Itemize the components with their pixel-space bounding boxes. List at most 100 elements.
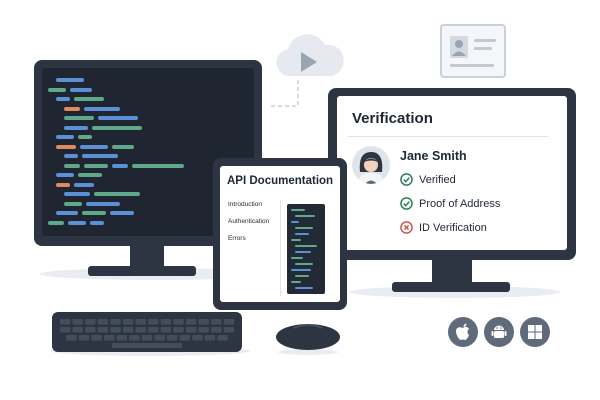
code-line [56, 97, 70, 101]
api-nav-item-errors[interactable]: Errors [228, 235, 246, 242]
api-nav-item-introduction[interactable]: Introduction [228, 201, 262, 208]
code-line [112, 163, 128, 168]
code-line [64, 116, 94, 120]
check-item-proof-of-address: Proof of Address [400, 197, 500, 210]
android-icon [491, 325, 507, 338]
code-line [110, 211, 134, 215]
code-line [64, 192, 90, 196]
api-code-sample [287, 204, 325, 294]
keyboard-key [66, 335, 77, 341]
keyboard-key [72, 327, 83, 333]
keyboard-key [148, 327, 159, 333]
keyboard-key [141, 335, 153, 341]
code-line [295, 227, 313, 229]
code-line [48, 87, 66, 92]
code-line [56, 144, 76, 149]
keyboard-key [97, 327, 109, 333]
keyboard-key [135, 327, 146, 333]
code-line [295, 233, 309, 235]
keyboard-key [173, 319, 184, 325]
code-line [80, 144, 108, 149]
code-line [291, 239, 301, 241]
verification-title: Verification [352, 110, 433, 127]
code-editor-screen [42, 68, 254, 236]
code-line [78, 173, 102, 177]
keyboard-key [122, 319, 134, 325]
x-circle-icon [400, 221, 413, 234]
code-line [70, 87, 92, 92]
divider [348, 136, 548, 137]
keyboard-key [135, 319, 146, 325]
cloud-video-icon [270, 34, 344, 107]
keyboard-key [116, 335, 127, 341]
keyboard-key [59, 319, 71, 325]
monitor-base [88, 266, 196, 276]
code-line [98, 116, 138, 120]
keyboard-key [85, 327, 96, 333]
keyboard-key [217, 335, 228, 341]
code-line [295, 287, 313, 289]
keyboard-spacebar [112, 343, 182, 348]
keyboard-key [198, 319, 209, 325]
platform-android [484, 317, 514, 347]
keyboard-key [185, 319, 197, 325]
code-line [295, 275, 309, 277]
code-line [82, 211, 106, 215]
keyboard-key [104, 335, 115, 341]
keyboard-key [198, 327, 209, 333]
keyboard-key [91, 335, 102, 341]
code-line [112, 144, 134, 149]
keyboard-key [179, 335, 190, 341]
user-name: Jane Smith [400, 149, 467, 163]
check-item-verified: Verified [400, 173, 456, 186]
code-line [64, 125, 88, 130]
code-line [56, 78, 84, 82]
api-docs-title: API Documentation [227, 175, 334, 187]
keyboard-key [223, 319, 235, 325]
code-line [56, 182, 70, 187]
api-nav-item-authentication[interactable]: Authentication [228, 218, 270, 225]
keyboard-key [211, 319, 222, 325]
keyboard-key [110, 327, 121, 333]
keyboard-key [192, 335, 203, 341]
check-label: Proof of Address [419, 197, 501, 210]
code-line [48, 220, 64, 225]
check-item-id-verification: ID Verification [400, 221, 487, 234]
keyboard-key [122, 327, 134, 333]
code-line [295, 215, 315, 217]
code-line [291, 221, 299, 223]
platform-apple [448, 317, 478, 347]
keyboard-key [129, 335, 140, 341]
keyboard-key [223, 327, 235, 333]
apple-icon [456, 323, 469, 340]
code-line [56, 173, 74, 177]
keyboard-key [204, 335, 216, 341]
code-line [90, 220, 104, 225]
avatar [352, 146, 390, 184]
code-line [84, 163, 108, 168]
keyboard-key [160, 327, 172, 333]
code-line [291, 209, 305, 211]
code-line [56, 135, 74, 139]
code-line [132, 163, 184, 168]
code-line [84, 106, 120, 111]
code-line [86, 201, 120, 206]
code-line [291, 257, 303, 259]
code-line [82, 154, 118, 158]
monitor-base [392, 282, 510, 292]
code-line [74, 97, 104, 101]
code-line [56, 211, 78, 215]
keyboard-key [160, 319, 172, 325]
keyboard-key [148, 319, 159, 325]
code-line [94, 192, 140, 196]
code-line [295, 251, 311, 253]
keyboard-key [72, 319, 83, 325]
mouse-icon [276, 324, 340, 355]
code-line [64, 106, 80, 111]
keyboard-key [78, 335, 90, 341]
code-line [291, 281, 301, 283]
code-line [64, 201, 82, 206]
code-line [295, 245, 317, 247]
code-line [78, 135, 92, 139]
keyboard-key [97, 319, 109, 325]
